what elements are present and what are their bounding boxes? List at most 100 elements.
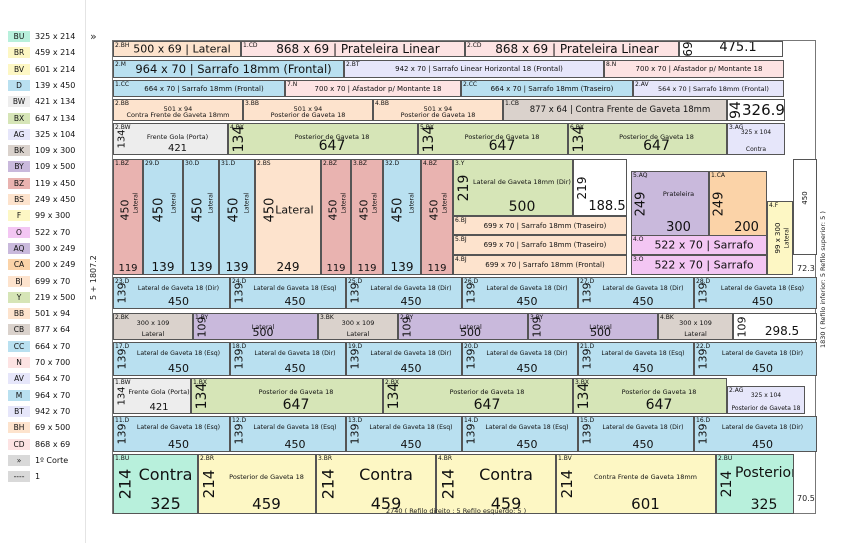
- cut-piece[interactable]: 450: [793, 159, 817, 255]
- collapse-arrows-icon[interactable]: »: [90, 30, 97, 43]
- legend-item[interactable]: ----1: [8, 471, 40, 483]
- legend-item[interactable]: »1º Corte: [8, 454, 68, 466]
